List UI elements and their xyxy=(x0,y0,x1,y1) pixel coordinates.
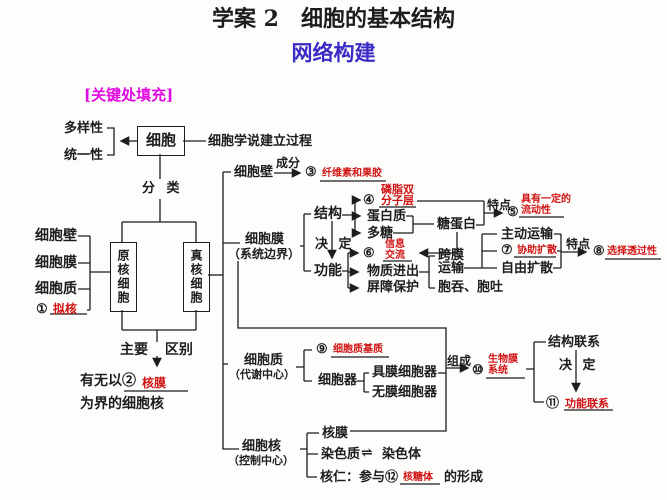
feature-label-2: 特点 xyxy=(566,237,591,251)
cytoplasm-links xyxy=(296,341,613,411)
cell-node-box: 细胞 xyxy=(137,126,185,156)
prokaryote-label: 原核细胞 xyxy=(116,249,130,305)
page-subtitle: 网络构建 xyxy=(291,40,376,65)
membrane-sublabel: （系统边界） xyxy=(228,247,301,261)
page-title: 学案 2 细胞的基本结构 xyxy=(212,6,455,32)
decide-label-1: 决 定 xyxy=(315,237,352,252)
blank-phospholipid-1: 磷脂双 xyxy=(381,183,414,196)
decide-label-2: 决 定 xyxy=(559,358,596,373)
blank-nuclear-membrane: 核膜 xyxy=(142,376,167,390)
barrier-label: 屏障保护 xyxy=(367,280,420,295)
equilibrium-arrows-icon: ⇌ xyxy=(361,445,373,461)
cell-wall-label: 细胞壁 xyxy=(234,165,274,180)
material-transport-label: 物质进出 xyxy=(367,264,420,279)
diversity-label: 多样性 xyxy=(64,121,104,136)
blank-phospholipid-2: 分子层 xyxy=(381,194,414,207)
key-note: [关键处填充] xyxy=(84,86,174,104)
eukaryote-label: 真核细胞 xyxy=(189,249,203,305)
fill-in-underlines xyxy=(50,313,188,392)
membrane-organelle-label: 具膜细胞器 xyxy=(372,365,438,380)
polysaccharide-label: 多糖 xyxy=(367,226,394,241)
prok-feature-wall: 细胞壁 xyxy=(35,228,77,244)
compose-label: 组成 xyxy=(447,354,472,368)
transmembrane-label-2: 运输 xyxy=(438,261,465,276)
blank-cellulose-pectin: 纤维素和果胶 xyxy=(322,168,382,179)
blank-fluidity-1: 具有一定的 xyxy=(521,194,571,205)
circled-7: ⑦ xyxy=(501,243,513,258)
blank-info-2: 交流 xyxy=(385,250,405,261)
main-spine xyxy=(222,171,240,450)
membrane-label: 细胞膜 xyxy=(245,232,285,247)
eukaryote-box: 真核细胞 xyxy=(183,242,210,312)
chromatin-label: 染色质 xyxy=(321,447,361,462)
formation-label: 的形成 xyxy=(444,470,484,485)
cell-theory-label: 细胞学说建立过程 xyxy=(208,134,313,149)
circled-5: ⑤ xyxy=(507,205,519,220)
free-diffusion-label: 自由扩散 xyxy=(501,261,554,276)
endocytosis-label: 胞吞、胞吐 xyxy=(438,280,504,295)
nucleolus-label: 核仁：参与⑫ xyxy=(320,470,399,485)
blank-matrix: 细胞质基质 xyxy=(333,344,383,355)
composition-label: 成分 xyxy=(276,156,301,170)
nucleus-sublabel: （控制中心） xyxy=(228,454,294,467)
circled-4: ④ xyxy=(363,193,375,208)
circled-10: ⑩ xyxy=(472,363,484,378)
function-label: 功能 xyxy=(314,263,342,279)
biomembrane-junction xyxy=(237,261,470,432)
cell-node-label: 细胞 xyxy=(145,131,176,150)
circled-11: ⑪ xyxy=(546,396,560,411)
blank-info-1: 信息 xyxy=(385,239,405,250)
transmembrane-label-1: 跨膜 xyxy=(438,248,465,263)
cell-type-links xyxy=(78,235,223,368)
cytoplasm-label: 细胞质 xyxy=(244,353,284,368)
blank-selective: 选择透过性 xyxy=(607,246,657,257)
circled-8: ⑧ xyxy=(593,244,605,259)
blank-biomembrane-2: 系统 xyxy=(488,365,508,376)
circled-3: ③ xyxy=(305,165,317,180)
blank-ribosome: 核糖体 xyxy=(403,472,433,483)
nucleus-links xyxy=(300,432,440,485)
blank-biomembrane-1: 生物膜 xyxy=(488,354,518,365)
nucleus-label: 细胞核 xyxy=(242,439,282,454)
blank-fluidity-2: 流动性 xyxy=(521,205,551,216)
glycoprotein-label: 糖蛋白 xyxy=(437,217,477,232)
structural-link-label: 结构联系 xyxy=(548,335,601,350)
wall-links xyxy=(274,168,386,182)
blank-functional-link: 功能联系 xyxy=(565,397,609,410)
active-transport-label: 主动运输 xyxy=(501,227,554,242)
main-difference-label: 主要 区别 xyxy=(120,342,193,358)
cell-diversity-links xyxy=(107,127,206,242)
classify-label: 分 类 xyxy=(142,181,180,196)
feature-label-1: 特点 xyxy=(487,198,512,212)
unity-label: 统一性 xyxy=(64,148,104,163)
chromosome-label: 染色体 xyxy=(382,447,422,462)
difference-pre-text: 有无以② xyxy=(80,373,136,389)
protein-label: 蛋白质 xyxy=(367,209,407,224)
prokaryote-box: 原核细胞 xyxy=(110,242,137,312)
structure-label: 结构 xyxy=(314,206,342,222)
circled-1: ① xyxy=(36,302,48,317)
blank-facilitated: 协助扩散 xyxy=(517,245,557,256)
prok-feature-cytoplasm: 细胞质 xyxy=(35,281,77,297)
blank-nucleoid: 拟核 xyxy=(53,302,78,316)
circled-6: ⑥ xyxy=(363,246,375,261)
difference-post-text: 为界的细胞核 xyxy=(80,396,164,412)
circled-9: ⑨ xyxy=(316,342,328,357)
non-membrane-organelle-label: 无膜细胞器 xyxy=(372,385,438,400)
cytoplasm-sublabel: （代谢中心） xyxy=(229,368,295,381)
prok-feature-membrane: 细胞膜 xyxy=(35,255,77,271)
nuclear-membrane-label: 核膜 xyxy=(322,426,349,441)
organelle-label: 细胞器 xyxy=(318,373,358,388)
membrane-links xyxy=(300,195,661,293)
